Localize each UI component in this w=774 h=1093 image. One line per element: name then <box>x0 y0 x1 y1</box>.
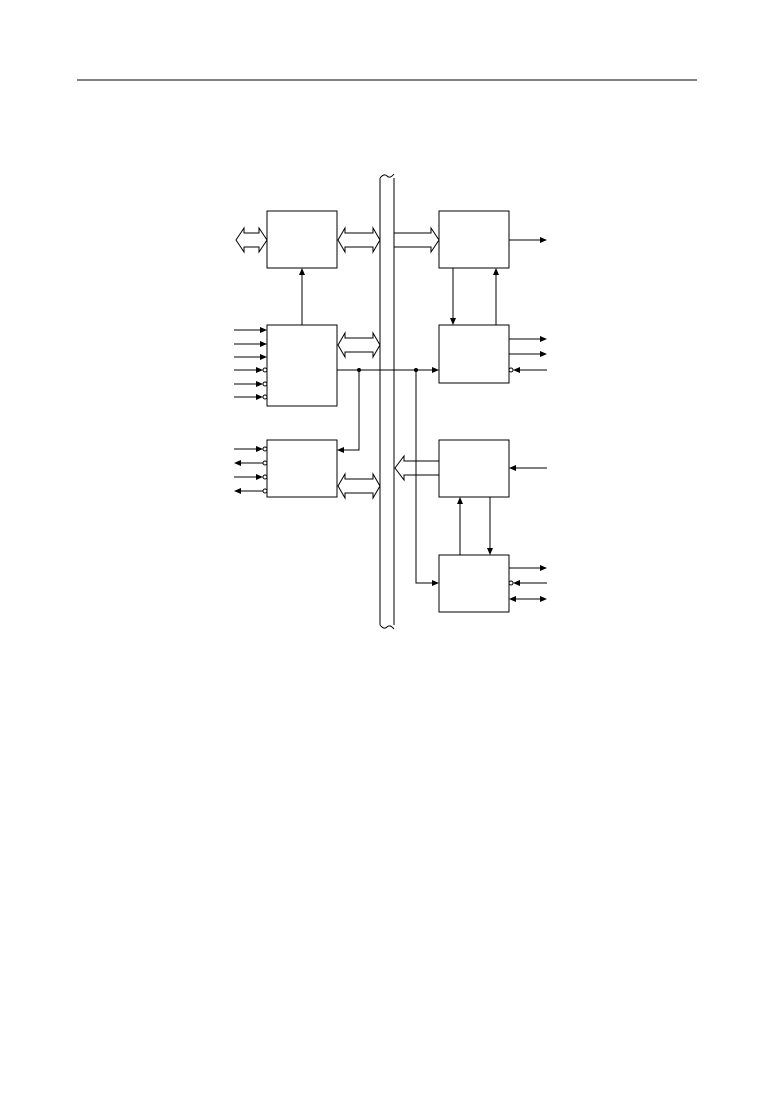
pin-top-right-out <box>509 237 547 243</box>
link-to-bottom-left <box>337 370 360 453</box>
pin-upper-middle-right-out-1 <box>509 336 547 342</box>
bus-arrow-middle-left-to-bus <box>337 331 381 359</box>
link-to-bottom-right <box>415 370 439 586</box>
pin-bottom-right-in <box>508 580 547 586</box>
pin-bottom-left-2 <box>234 460 268 466</box>
pin-bottom-left-4 <box>234 488 268 494</box>
link-lower-middle-right-down <box>487 497 493 555</box>
block-lower-middle-right <box>438 439 510 498</box>
bus-arrow-from-lower-middle-right <box>394 454 440 482</box>
block-upper-middle-right <box>438 324 510 384</box>
bus-arrow-to-top-right <box>393 226 440 254</box>
pin-bottom-left-3 <box>234 474 268 480</box>
link-upper-middle-right-up <box>493 268 499 325</box>
pin-upper-middle-right-in <box>508 367 547 373</box>
pin-middle-left-1 <box>234 327 267 333</box>
block-bottom-left <box>266 439 338 498</box>
bus-arrow-top-left-to-bus <box>337 226 381 254</box>
block-top-right <box>438 210 510 269</box>
pin-bottom-right-out <box>509 565 547 571</box>
pin-bottom-left-1 <box>234 446 268 452</box>
pin-bottom-right-bidir <box>509 596 547 602</box>
pin-lower-middle-right-in <box>509 465 547 471</box>
block-middle-left <box>266 324 338 407</box>
bus-arrow-bottom-left-to-bus <box>337 472 381 500</box>
link-middle-left-to-top-left <box>299 268 305 325</box>
central-bus <box>379 173 395 630</box>
pin-middle-left-4 <box>234 367 268 373</box>
pin-middle-left-6 <box>234 394 268 400</box>
pin-middle-left-3 <box>234 354 267 360</box>
pins-middle-left <box>234 327 268 400</box>
block-top-left <box>266 210 338 269</box>
pins-bottom-left <box>234 446 268 494</box>
pin-upper-middle-right-out-2 <box>509 351 547 357</box>
block-bottom-right <box>438 554 510 613</box>
link-bottom-right-up <box>457 497 463 555</box>
pin-middle-left-5 <box>234 381 268 387</box>
bus-arrow-top-left-external <box>235 226 268 254</box>
link-top-right-down <box>450 268 456 325</box>
link-middle-left-to-upper-middle-right <box>337 367 439 373</box>
pin-middle-left-2 <box>234 341 267 347</box>
